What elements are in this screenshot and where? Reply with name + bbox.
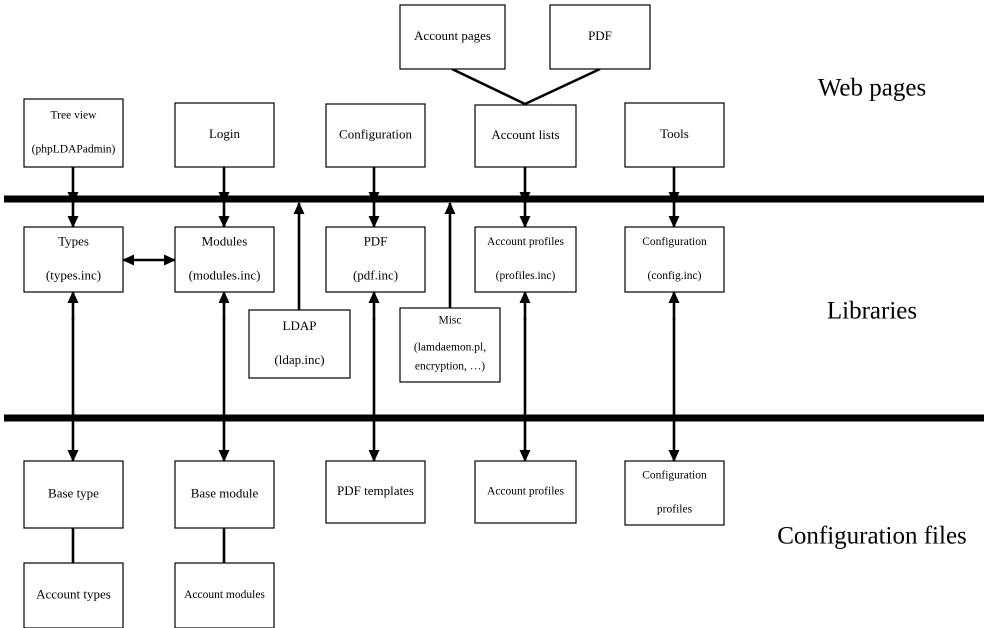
pdf-source-label-0: PDF — [588, 28, 612, 43]
account-pages-rect — [399, 4, 506, 70]
base-module-rect — [174, 460, 275, 529]
box-account-modules[interactable]: Account modules — [174, 562, 275, 628]
box-base-type[interactable]: Base type — [23, 460, 124, 529]
configuration-page-label-0: Configuration — [339, 126, 412, 141]
tools-label-0: Tools — [660, 126, 689, 141]
tree-view-label-0: Tree view — [51, 110, 98, 122]
box-account-pages[interactable]: Account pages — [399, 4, 506, 70]
box-pdf-lib[interactable]: PDF (pdf.inc) — [325, 226, 426, 293]
box-modules-lib[interactable]: Modules (modules.inc) — [174, 226, 275, 293]
configuration-profiles-file-label-0: Configuration — [642, 470, 707, 482]
box-ldap-lib[interactable]: LDAP (ldap.inc) — [248, 309, 351, 379]
box-base-module[interactable]: Base module — [174, 460, 275, 529]
configuration-lib-rect — [624, 226, 725, 293]
account-types-label-0: Account types — [36, 586, 111, 601]
base-module-label-0: Base module — [191, 485, 259, 500]
login-rect — [174, 102, 275, 168]
tree-view-label-1: (phpLDAPadmin) — [32, 144, 116, 156]
pdf-lib-label-0: PDF — [364, 233, 388, 248]
misc-lib-label-1: (lamdaemon.pl, — [414, 342, 486, 354]
base-type-rect — [23, 460, 124, 529]
types-lib-rect — [23, 226, 124, 293]
configuration-lib-label-0: Configuration — [642, 236, 707, 248]
box-login[interactable]: Login — [174, 102, 275, 168]
configuration-profiles-file-label-1: profiles — [657, 504, 693, 516]
account-modules-rect — [174, 562, 275, 628]
box-account-types[interactable]: Account types — [23, 562, 124, 628]
configuration-page-rect — [325, 103, 426, 168]
box-configuration-lib[interactable]: Configuration (config.inc) — [624, 226, 725, 293]
ldap-lib-label-1: (ldap.inc) — [274, 352, 324, 367]
box-misc-lib[interactable]: Misc (lamdaemon.pl, encryption, …) — [399, 307, 501, 383]
account-profiles-file-label-0: Account profiles — [487, 486, 564, 498]
account-lists-rect — [474, 104, 577, 168]
pdf-source-rect — [549, 4, 651, 70]
base-type-label-0: Base type — [48, 485, 99, 500]
configuration-lib-label-1: (config.inc) — [648, 270, 702, 282]
login-label-0: Login — [209, 126, 241, 141]
account-pages-label-0: Account pages — [414, 28, 491, 43]
box-configuration-page[interactable]: Configuration — [325, 103, 426, 168]
modules-lib-label-1: (modules.inc) — [189, 267, 261, 282]
account-lists-label-0: Account lists — [491, 127, 559, 142]
box-tools[interactable]: Tools — [624, 102, 725, 168]
zone-label-libraries: Libraries — [827, 298, 917, 325]
account-profiles-lib-label-1: (profiles.inc) — [496, 270, 556, 282]
misc-lib-rect — [399, 307, 501, 383]
account-types-rect — [23, 562, 124, 628]
ldap-lib-rect — [248, 309, 351, 379]
types-lib-label-0: Types — [58, 233, 89, 248]
pdf-lib-rect — [325, 226, 426, 293]
ldap-lib-label-0: LDAP — [283, 318, 317, 333]
account-profiles-lib-label-0: Account profiles — [487, 236, 564, 248]
misc-lib-label-2: encryption, …) — [415, 361, 485, 373]
modules-lib-rect — [174, 226, 275, 293]
pdf-templates-label-0: PDF templates — [337, 483, 414, 498]
box-pdf-templates[interactable]: PDF templates — [325, 460, 426, 524]
conn-account-pages-to-account-lists — [451, 67, 526, 106]
box-account-profiles-file[interactable]: Account profiles — [474, 460, 577, 524]
tools-rect — [624, 102, 725, 168]
zone-label-configuration-files: Configuration files — [777, 523, 967, 550]
account-modules-label-0: Account modules — [184, 589, 265, 601]
modules-lib-label-0: Modules — [202, 233, 248, 248]
box-pdf-source[interactable]: PDF — [549, 4, 651, 70]
box-account-profiles-lib[interactable]: Account profiles (profiles.inc) — [474, 226, 577, 293]
zone-separator-bars — [4, 195, 984, 422]
configuration-profiles-file-rect — [624, 460, 725, 526]
box-tree-view[interactable]: Tree view (phpLDAPadmin) — [23, 98, 124, 168]
box-configuration-profiles-file[interactable]: Configuration profiles — [624, 460, 725, 526]
pdf-templates-rect — [325, 460, 426, 524]
zone-label-web-pages: Web pages — [818, 75, 926, 102]
tree-view-rect — [23, 98, 124, 168]
misc-lib-label-0: Misc — [439, 315, 462, 327]
conn-pdf-to-account-lists — [524, 67, 601, 106]
account-profiles-file-rect — [474, 460, 577, 524]
box-types-lib[interactable]: Types (types.inc) — [23, 226, 124, 293]
box-account-lists[interactable]: Account lists — [474, 104, 577, 168]
types-lib-label-1: (types.inc) — [46, 267, 101, 282]
pdf-lib-label-1: (pdf.inc) — [353, 267, 398, 282]
account-profiles-lib-rect — [474, 226, 577, 293]
